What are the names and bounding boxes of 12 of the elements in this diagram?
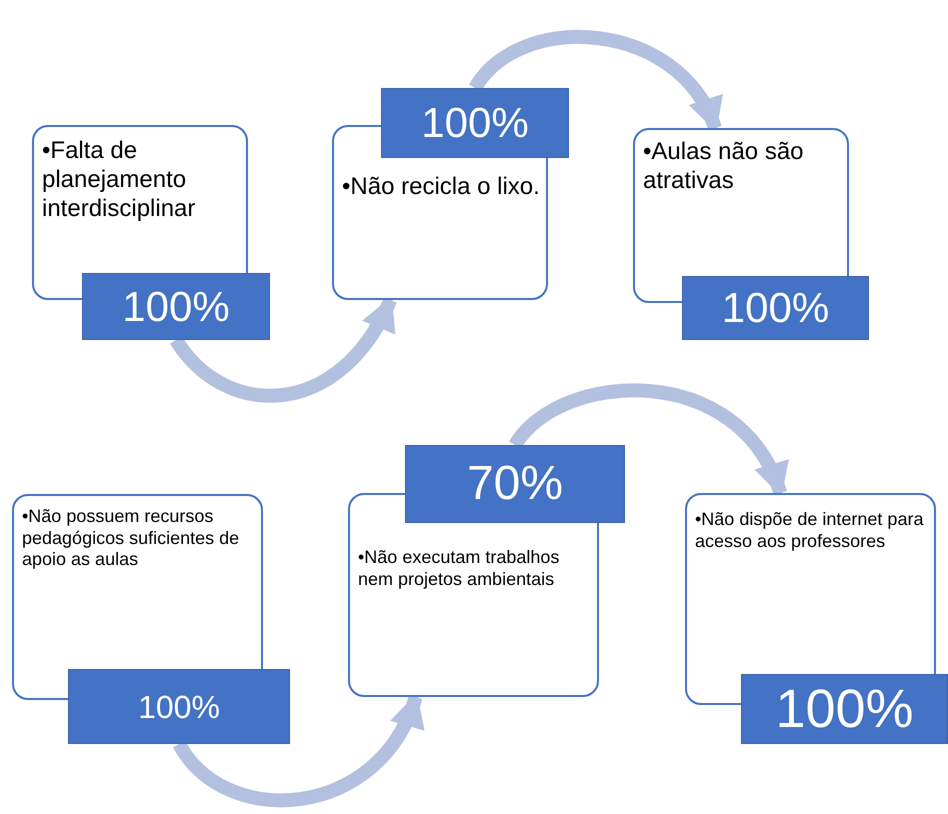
- bullet-text: •Falta de planejamento interdisciplinar: [42, 137, 196, 224]
- bullet-text: •Não executam trabalhos nem projetos ambientais: [358, 547, 560, 590]
- percentage-box: 70%: [405, 445, 625, 523]
- bullet-text: •Aulas não são atrativas: [643, 138, 805, 196]
- percentage-box: 100%: [82, 273, 270, 340]
- bullet-text: •Não recicla o lixo.: [342, 173, 540, 202]
- percentage-box: 100%: [381, 88, 569, 158]
- percentage-box: 100%: [682, 276, 869, 340]
- percentage-box: 100%: [741, 674, 948, 744]
- percentage-box: 100%: [68, 669, 290, 744]
- bullet-text: •Não possuem recursos pedagógicos suficientes de apoio as aulas: [22, 506, 240, 571]
- bullet-text: •Não dispõe de internet para acesso aos professores: [695, 509, 924, 552]
